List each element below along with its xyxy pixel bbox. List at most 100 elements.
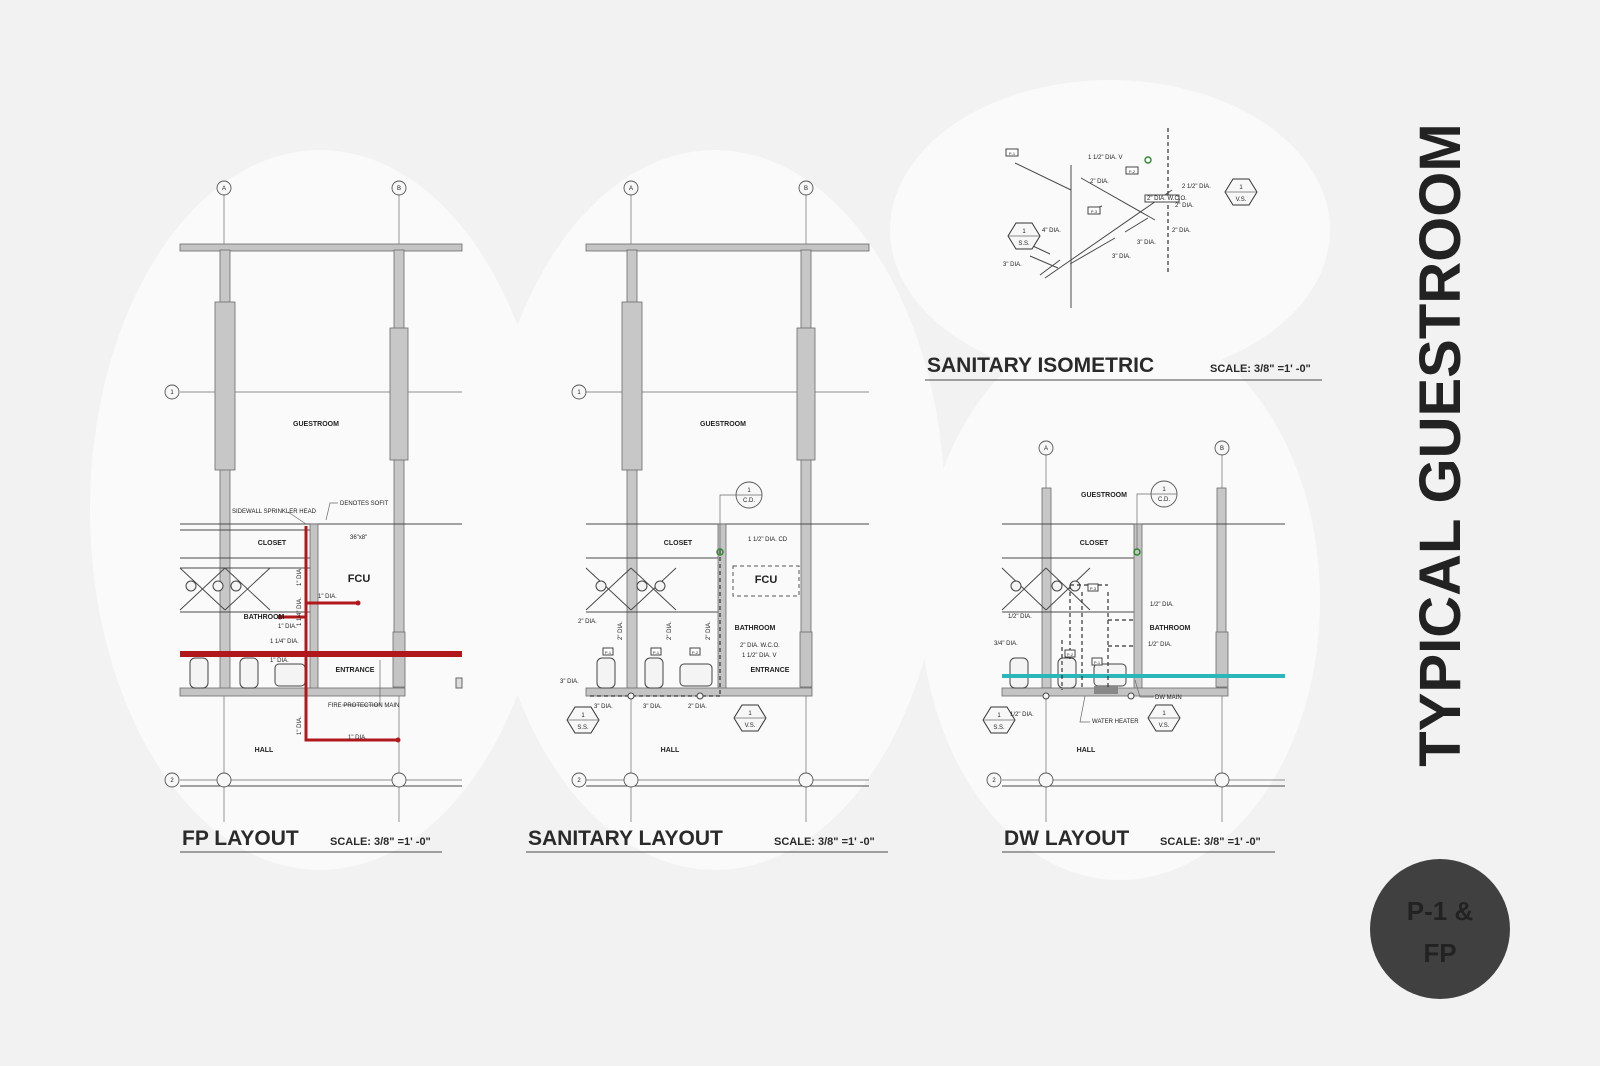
note-d3a: 3" DIA. <box>560 679 579 685</box>
duct-cross <box>585 567 677 611</box>
top-wall <box>179 243 463 252</box>
note-d2: 1" DIA. <box>270 658 289 664</box>
dw-branch-pipes <box>1061 584 1134 690</box>
sprinkler-head-icon <box>355 600 361 606</box>
dw-note-d12d: 1/2" DIA. <box>1010 712 1034 718</box>
leader <box>1136 493 1151 550</box>
fp-layout-scale: SCALE: 3/8" =1' -0" <box>330 836 431 848</box>
note-d3b: 3" DIA. <box>594 704 613 710</box>
fixture-tag-label: P-2 <box>692 650 699 655</box>
grid-label-b: B <box>1220 446 1224 452</box>
dw-note-main: DW MAIN <box>1155 695 1182 701</box>
column-b <box>393 249 405 691</box>
iso-note-d3b: 3" DIA. <box>1112 254 1131 260</box>
sanitary-layout-title: SANITARY LAYOUT <box>528 827 723 850</box>
vs-tag-num: 1 <box>1239 185 1243 191</box>
room-label-guestroom: GUESTROOM <box>293 421 339 428</box>
dw-note-wh: WATER HEATER <box>1092 719 1139 725</box>
note-dim: 36"x8" <box>350 535 367 541</box>
grid-bubble-a <box>216 180 232 196</box>
note-soffit: DENOTES SOFIT <box>340 501 389 507</box>
iso-note-d2a: 2" DIA. <box>1090 179 1109 185</box>
fan-icon <box>636 580 648 592</box>
fan-icon <box>212 580 224 592</box>
iso-note-d3a: 3" DIA. <box>1137 240 1156 246</box>
fan-icon <box>595 580 607 592</box>
room-label-closet: CLOSET <box>664 540 693 547</box>
note-wco: 2" DIA. W.C.O. <box>740 643 780 649</box>
duct-cross <box>1001 567 1091 611</box>
sprinkler-head-icon <box>277 614 283 620</box>
cd-tag-num: 1 <box>1162 487 1166 493</box>
iso-note-d212: 2 1/2" DIA. <box>1182 184 1211 190</box>
sheet-badge-line2: FP <box>1423 938 1456 968</box>
cleanout-icon <box>696 692 704 700</box>
fp-layout-title: FP LAYOUT <box>182 827 299 850</box>
grid-label-b: B <box>804 186 808 192</box>
ss-tag-txt: S.S. <box>577 725 589 731</box>
dw-layout-scale: SCALE: 3/8" =1' -0" <box>1160 836 1261 848</box>
fixture-tag <box>1064 649 1076 658</box>
fixture-tag-label: P-2 <box>1129 169 1136 174</box>
partition-wall <box>309 523 319 690</box>
grid-label-2: 2 <box>170 778 174 784</box>
note-d2a: 2" DIA. <box>578 619 597 625</box>
fixture-tag <box>1005 148 1019 157</box>
room-label-hall: HALL <box>1077 747 1096 754</box>
iso-note-d4: 4" DIA. <box>1042 228 1061 234</box>
room-label-guestroom: GUESTROOM <box>1081 492 1127 499</box>
grid-label-b: B <box>397 186 401 192</box>
note-fp-main: FIRE PROTECTION MAIN <box>328 703 399 709</box>
note-d3c: 3" DIA. <box>643 704 662 710</box>
fan-icon <box>185 580 197 592</box>
fixture-tag <box>1091 657 1103 666</box>
sprinkler-head-icon <box>395 737 401 743</box>
water-heater <box>1094 686 1118 694</box>
water-closet <box>1009 657 1029 689</box>
room-label-entrance: ENTRANCE <box>751 667 790 674</box>
leader <box>342 660 381 706</box>
fp-halo <box>90 150 550 870</box>
grid-bubble-1 <box>571 384 587 400</box>
room-label-bathroom: BATHROOM <box>1150 625 1191 632</box>
column-b <box>800 249 812 691</box>
cd-tag-txt: C.D. <box>743 498 755 504</box>
room-label-bathroom: BATHROOM <box>244 614 285 621</box>
iso-note-d2b: 2" DIA. <box>1175 203 1194 209</box>
column-a-thick <box>621 301 643 471</box>
iso-note-wco: 2" DIA. W.C.O. <box>1147 196 1187 202</box>
room-label-closet: CLOSET <box>1080 540 1109 547</box>
dw-layout-plan: P-3 P-2 P-1 1 C.D. 1 S.S. 1 V.S. A B 2 G… <box>982 440 1285 853</box>
sanitary-layout-scale: SCALE: 3/8" =1' -0" <box>774 836 875 848</box>
dw-halo <box>920 320 1320 880</box>
vs-tag-num: 1 <box>748 711 752 717</box>
dw-note-d34: 3/4" DIA. <box>994 641 1018 647</box>
grid-bubble-a <box>623 180 639 196</box>
fixture-tag <box>1125 166 1139 175</box>
grid-label-2: 2 <box>992 778 996 784</box>
grid-label-2: 2 <box>577 778 581 784</box>
vs-tag-txt: V.S. <box>1236 197 1247 203</box>
leader <box>325 502 338 521</box>
vs-tag-txt: V.S. <box>1159 723 1170 729</box>
iso-main-run <box>1044 189 1173 279</box>
fp-layout-plan: A B 1 2 GUESTROOM CLOSET BATHROOM ENTRAN… <box>164 180 463 853</box>
grid-bubble-a <box>1038 440 1054 456</box>
vs-tag-num: 1 <box>1162 711 1166 717</box>
grid-label-a: A <box>222 186 226 192</box>
fan-icon <box>1051 580 1063 592</box>
cleanout-icon <box>1042 692 1050 700</box>
duct-cross <box>179 567 271 611</box>
isometric-title: SANITARY ISOMETRIC <box>927 354 1154 377</box>
grid-label-1: 1 <box>170 390 174 396</box>
wco-tag <box>1144 194 1180 203</box>
grid-bubble-b <box>1214 440 1230 456</box>
water-closet <box>239 657 259 689</box>
grid-label-a: A <box>629 186 633 192</box>
vs-tag-txt: V.S. <box>745 723 756 729</box>
fcu-outline <box>732 565 800 597</box>
iso-note-d2c: 2" DIA. <box>1172 228 1191 234</box>
note-d6: 1" DIA. <box>297 716 303 735</box>
dw-note-d12c: 1/2" DIA. <box>1148 642 1172 648</box>
